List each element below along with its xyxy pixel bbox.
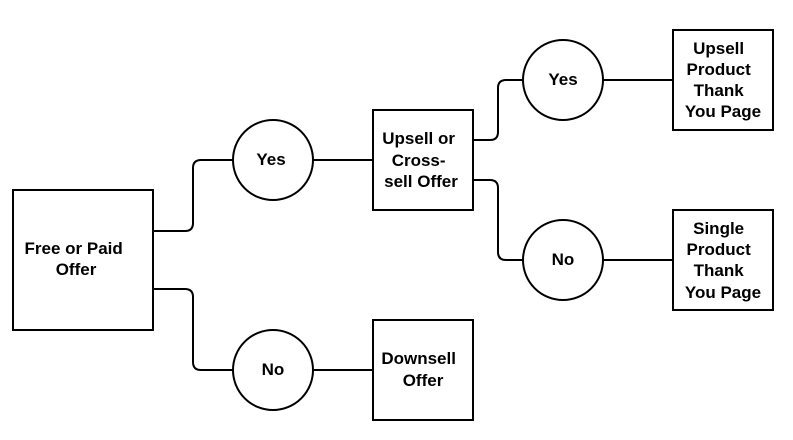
node-label: Free or Paid Offer: [25, 239, 128, 279]
label-line: Offer: [56, 260, 97, 279]
connector-start-to-yes: [153, 159, 233, 232]
decision-no-first: No: [232, 329, 314, 411]
decision-label: Yes: [256, 150, 285, 169]
label-line: Cross-: [392, 151, 446, 170]
connectors: [153, 79, 673, 371]
connector-start-to-no: [153, 288, 233, 371]
label-line: Product: [687, 240, 752, 259]
node-single-product-thank-you-page: Single Product Thank You Page: [672, 209, 774, 311]
decision-label: Yes: [548, 70, 577, 89]
node-downsell-offer: Downsell Offer: [372, 319, 474, 421]
label-line: Product: [687, 60, 752, 79]
label-line: Single: [693, 219, 744, 238]
node-label: Single Product Thank You Page: [685, 219, 761, 302]
node-free-or-paid-offer: Free or Paid Offer: [12, 189, 154, 331]
node-label: Upsell Product Thank You Page: [685, 39, 761, 121]
decision-yes-second: Yes: [522, 39, 604, 121]
label-line: Upsell: [693, 39, 744, 58]
label-line: Thank: [694, 261, 745, 280]
decision-label: No: [262, 360, 285, 379]
label-line: Free or Paid: [25, 239, 123, 258]
label-line: Downsell: [381, 349, 456, 368]
label-line: sell Offer: [384, 172, 458, 191]
label-line: Offer: [403, 371, 444, 390]
label-line: Upsell or: [382, 129, 455, 148]
node-upsell-or-cross-sell-offer: Upsell or Cross- sell Offer: [372, 109, 474, 211]
node-label: Downsell Offer: [381, 349, 460, 390]
label-line: You Page: [685, 283, 761, 302]
label-line: Thank: [694, 81, 745, 100]
node-upsell-product-thank-you-page: Upsell Product Thank You Page: [672, 29, 774, 131]
decision-no-second: No: [522, 219, 604, 301]
node-label: Upsell or Cross- sell Offer: [382, 129, 459, 191]
decision-label: No: [552, 250, 575, 269]
connector-upsell-offer-to-no: [473, 179, 523, 261]
decision-yes-first: Yes: [232, 119, 314, 201]
label-line: You Page: [685, 102, 761, 121]
connector-upsell-offer-to-yes: [473, 79, 523, 141]
